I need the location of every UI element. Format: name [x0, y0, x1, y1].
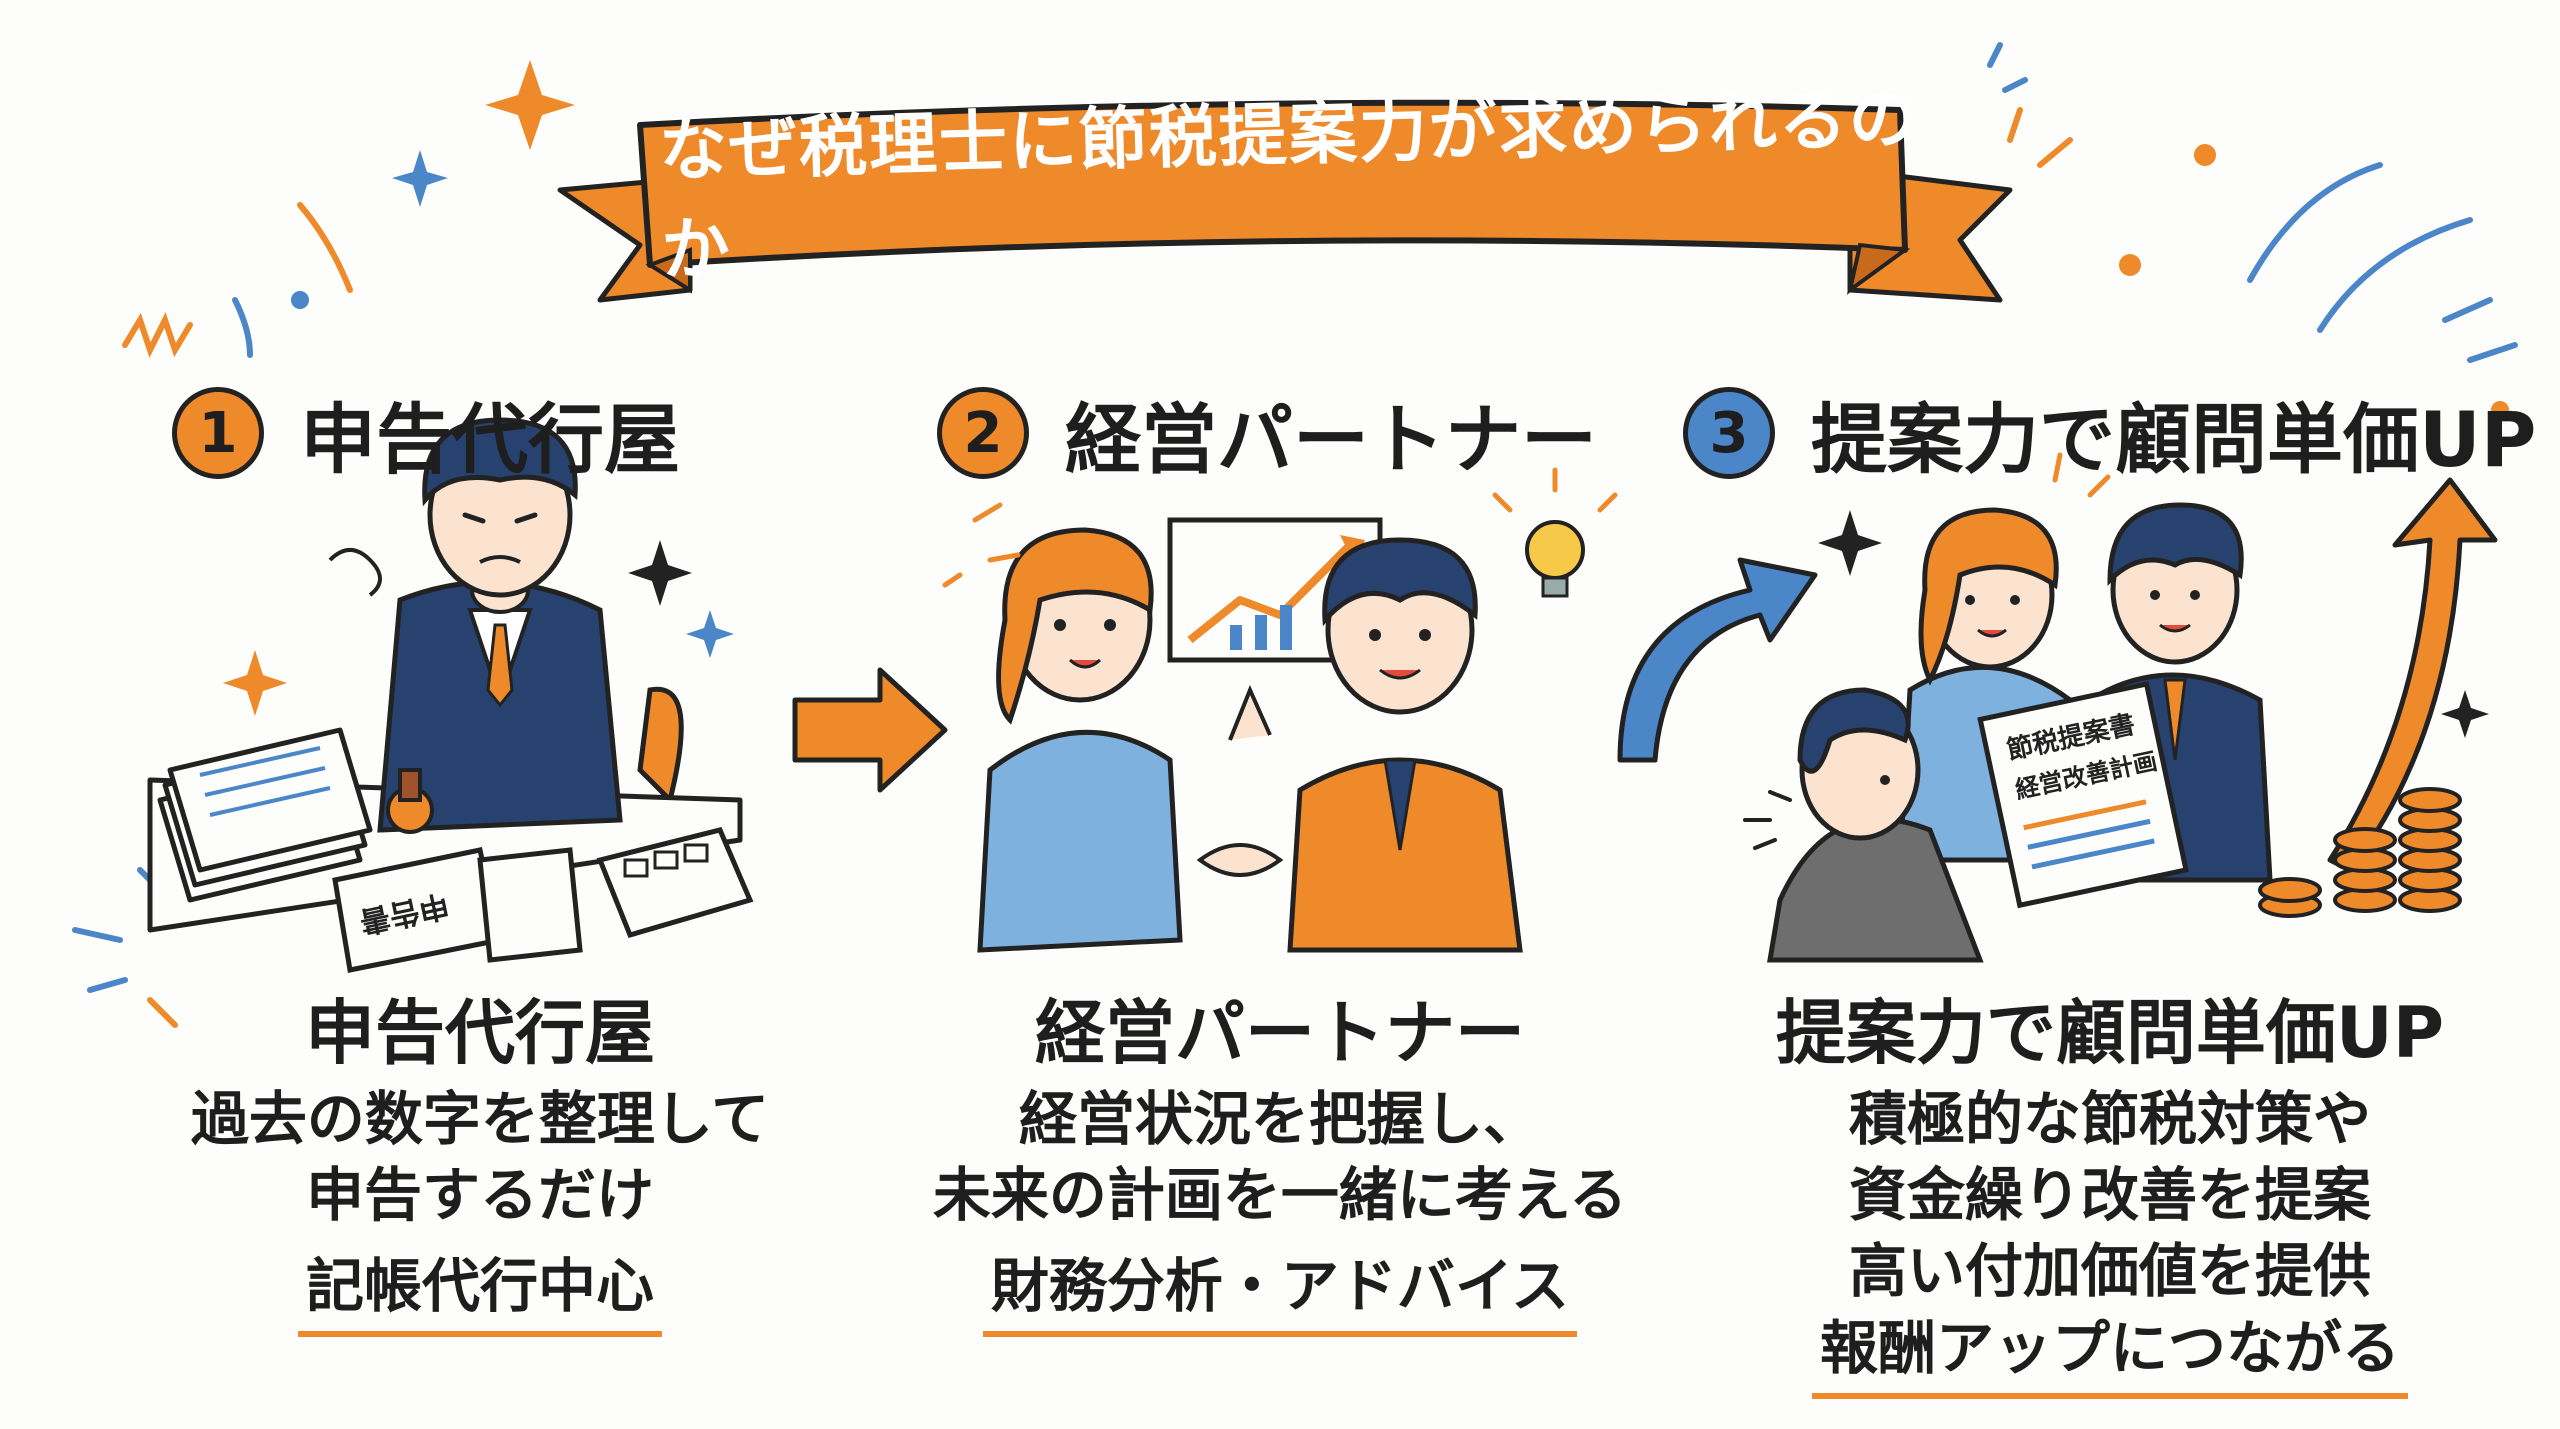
step-2-title: 経営パートナー [1035, 992, 1525, 1074]
step-2-heading: 経営パートナー [1065, 395, 1597, 484]
proposal-document [1977, 681, 2189, 909]
calculator-icon [623, 843, 709, 878]
ribbon-banner [557, 99, 2013, 303]
step-3-line-1: 積極的な節税対策や [1848, 1085, 2371, 1153]
step-1-number-badge: 1 [172, 387, 264, 479]
step-1-heading: 申告代行屋 [300, 395, 680, 484]
growth-arrow-icon [2327, 477, 2498, 873]
step-2-line-1: 経営状況を把握し、 [1018, 1085, 1541, 1153]
step-3-line-2: 資金繰り改善を提案 [1848, 1161, 2371, 1229]
step-2-keyword: 財務分析・アドバイス [982, 1247, 1578, 1337]
step-3-header: 3 提案力で顧問単価UP [1683, 378, 2536, 488]
step-1-line-2: 申告するだけ [305, 1161, 654, 1229]
coin-stack-icon [2258, 787, 2462, 918]
step-2-number-badge: 2 [937, 387, 1029, 479]
step-3-line-3: 高い付加価値を提供 [1848, 1237, 2371, 1305]
step-2-line-2: 未来の計画を一緒に考える [932, 1161, 1628, 1229]
step-2-description: 経営パートナー 経営状況を把握し、 未来の計画を一緒に考える 財務分析・アドバイ… [890, 985, 1670, 1337]
proposal-meeting-illustration: 節税提案書 経営改善計画 [1743, 452, 2498, 963]
step-1-title: 申告代行屋 [305, 992, 655, 1074]
handshake-icon [1196, 843, 1284, 877]
arrow-curved-icon [1617, 557, 1818, 763]
step-1-line-1: 過去の数字を整理して [190, 1085, 770, 1153]
doodle-strokes [72, 42, 2518, 1028]
step-3-title: 提案力で顧問単価UP [1775, 992, 2445, 1074]
step-3-description: 提案力で顧問単価UP 積極的な節税対策や 資金繰り改善を提案 高い付加価値を提供… [1720, 985, 2500, 1399]
sparkle-icon [485, 60, 575, 150]
step-1-keyword: 記帳代行中心 [297, 1247, 662, 1337]
step-3-number-badge: 3 [1683, 387, 1775, 479]
banner-title: なぜ税理士に節税提案力が求められるのか [658, 79, 1920, 291]
step-1-header: 1 申告代行屋 [172, 378, 680, 488]
step-3-keyword: 報酬アップにつながる [1811, 1309, 2408, 1399]
arrow-right-icon [792, 667, 948, 793]
tax-filer-illustration: 申告書 [147, 417, 754, 973]
step-1-description: 申告代行屋 過去の数字を整理して 申告するだけ 記帳代行中心 [90, 985, 870, 1337]
lightbulb-icon [1525, 520, 1585, 580]
step-2-header: 2 経営パートナー [937, 378, 1597, 488]
sparkle-icon [392, 150, 448, 207]
business-partners-illustration [942, 467, 1618, 953]
step-3-heading: 提案力で顧問単価UP [1811, 395, 2537, 484]
